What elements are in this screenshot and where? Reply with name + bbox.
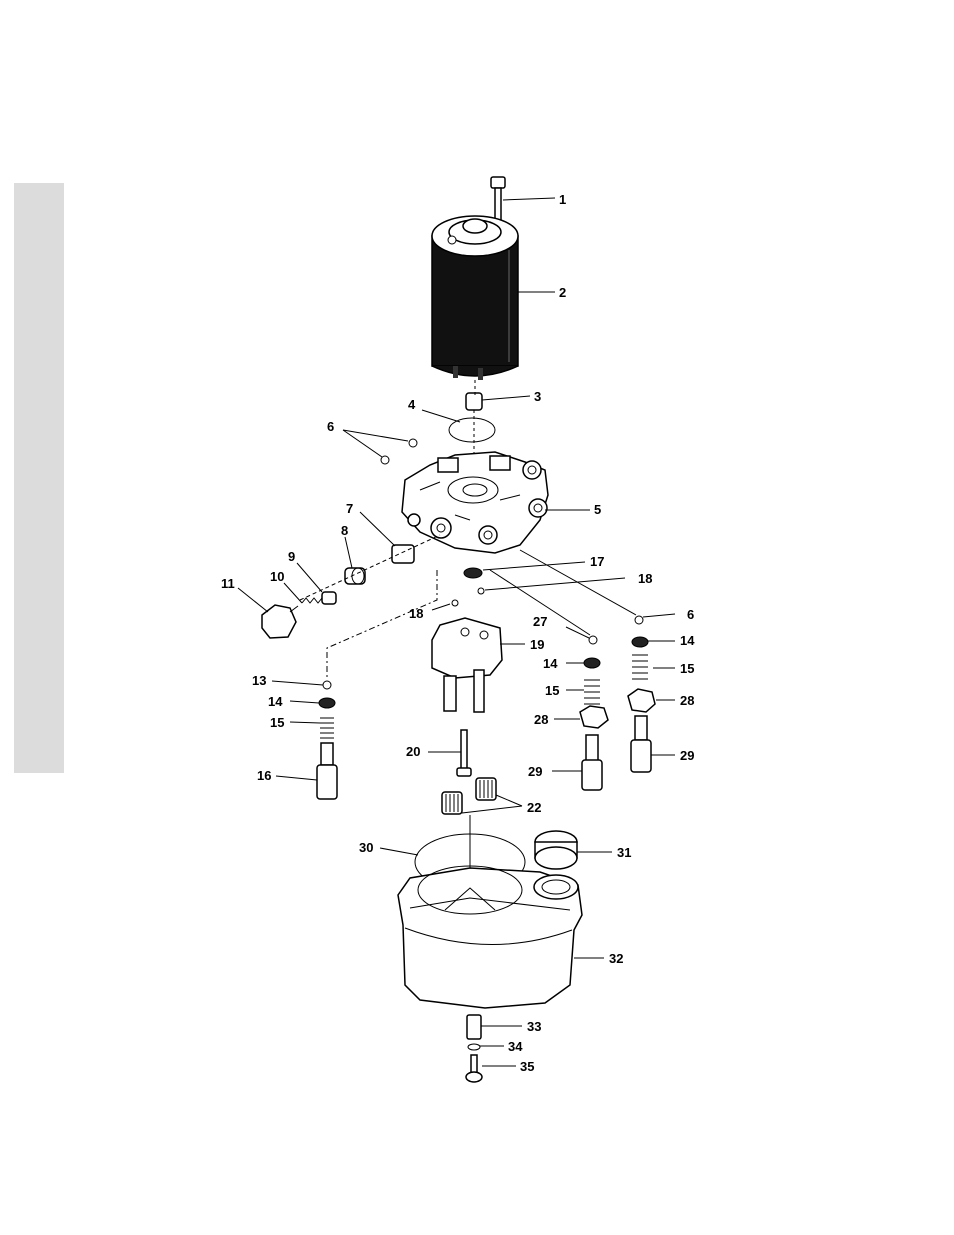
ball-part [478, 588, 484, 594]
callout-28: 28 [680, 693, 694, 708]
callout-10: 10 [270, 569, 284, 584]
callout-16: 16 [257, 768, 271, 783]
valve-part [582, 735, 602, 790]
check-ball-part [381, 456, 389, 464]
callout-7: 7 [346, 501, 353, 516]
ball-part [589, 636, 597, 644]
callout-29: 29 [680, 748, 694, 763]
spacer-part [467, 1015, 481, 1039]
callout-29: 29 [528, 764, 542, 779]
callout-18: 18 [638, 571, 652, 586]
pump-housing-part [402, 452, 548, 553]
filler-cap-part [535, 831, 577, 869]
seal-part [464, 568, 482, 578]
callout-18: 18 [409, 606, 423, 621]
callout-3: 3 [534, 389, 541, 404]
callout-34: 34 [508, 1039, 523, 1054]
callout-14: 14 [680, 633, 695, 648]
spring-part [632, 655, 648, 679]
drain-screw-part [466, 1055, 482, 1082]
bolt-part [491, 177, 505, 224]
callout-33: 33 [527, 1019, 541, 1034]
callout-1: 1 [559, 192, 566, 207]
callout-19: 19 [530, 637, 544, 652]
callout-27: 27 [533, 614, 547, 629]
check-ball-part [409, 439, 417, 447]
callout-15: 15 [545, 683, 559, 698]
relief-valve-parts [262, 545, 414, 638]
screw-part [461, 730, 467, 770]
ball-part [323, 681, 331, 689]
valve-part [631, 716, 651, 772]
coupling-part [466, 393, 482, 410]
callout-32: 32 [609, 951, 623, 966]
callout-22: 22 [527, 800, 541, 815]
callout-28: 28 [534, 712, 548, 727]
callout-6: 6 [327, 419, 334, 434]
callout-2: 2 [559, 285, 566, 300]
valve-part [317, 743, 337, 799]
callout-14: 14 [543, 656, 558, 671]
callout-35: 35 [520, 1059, 534, 1074]
callout-17: 17 [590, 554, 604, 569]
seal-part [319, 698, 335, 708]
callout-13: 13 [252, 673, 266, 688]
pump-body-part [432, 618, 502, 712]
reservoir-part [398, 866, 582, 1008]
callout-20: 20 [406, 744, 420, 759]
nut-part [580, 706, 608, 728]
spring-part [320, 718, 334, 738]
motor-part [432, 216, 518, 380]
callout-15: 15 [680, 661, 694, 676]
callout-11: 11 [221, 576, 235, 591]
washer-part [468, 1044, 480, 1050]
seal-part [632, 637, 648, 647]
spring-part [584, 680, 600, 704]
callout-4: 4 [408, 397, 416, 412]
callout-6: 6 [687, 607, 694, 622]
callout-5: 5 [594, 502, 601, 517]
filter-screen-part [442, 778, 496, 814]
callout-8: 8 [341, 523, 348, 538]
callout-14: 14 [268, 694, 283, 709]
callout-9: 9 [288, 549, 295, 564]
callout-31: 31 [617, 845, 631, 860]
o-ring-part [449, 418, 495, 442]
nut-part [628, 689, 655, 712]
callout-30: 30 [359, 840, 373, 855]
seal-part [584, 658, 600, 668]
ball-part [452, 600, 458, 606]
ball-part [635, 616, 643, 624]
callout-15: 15 [270, 715, 284, 730]
